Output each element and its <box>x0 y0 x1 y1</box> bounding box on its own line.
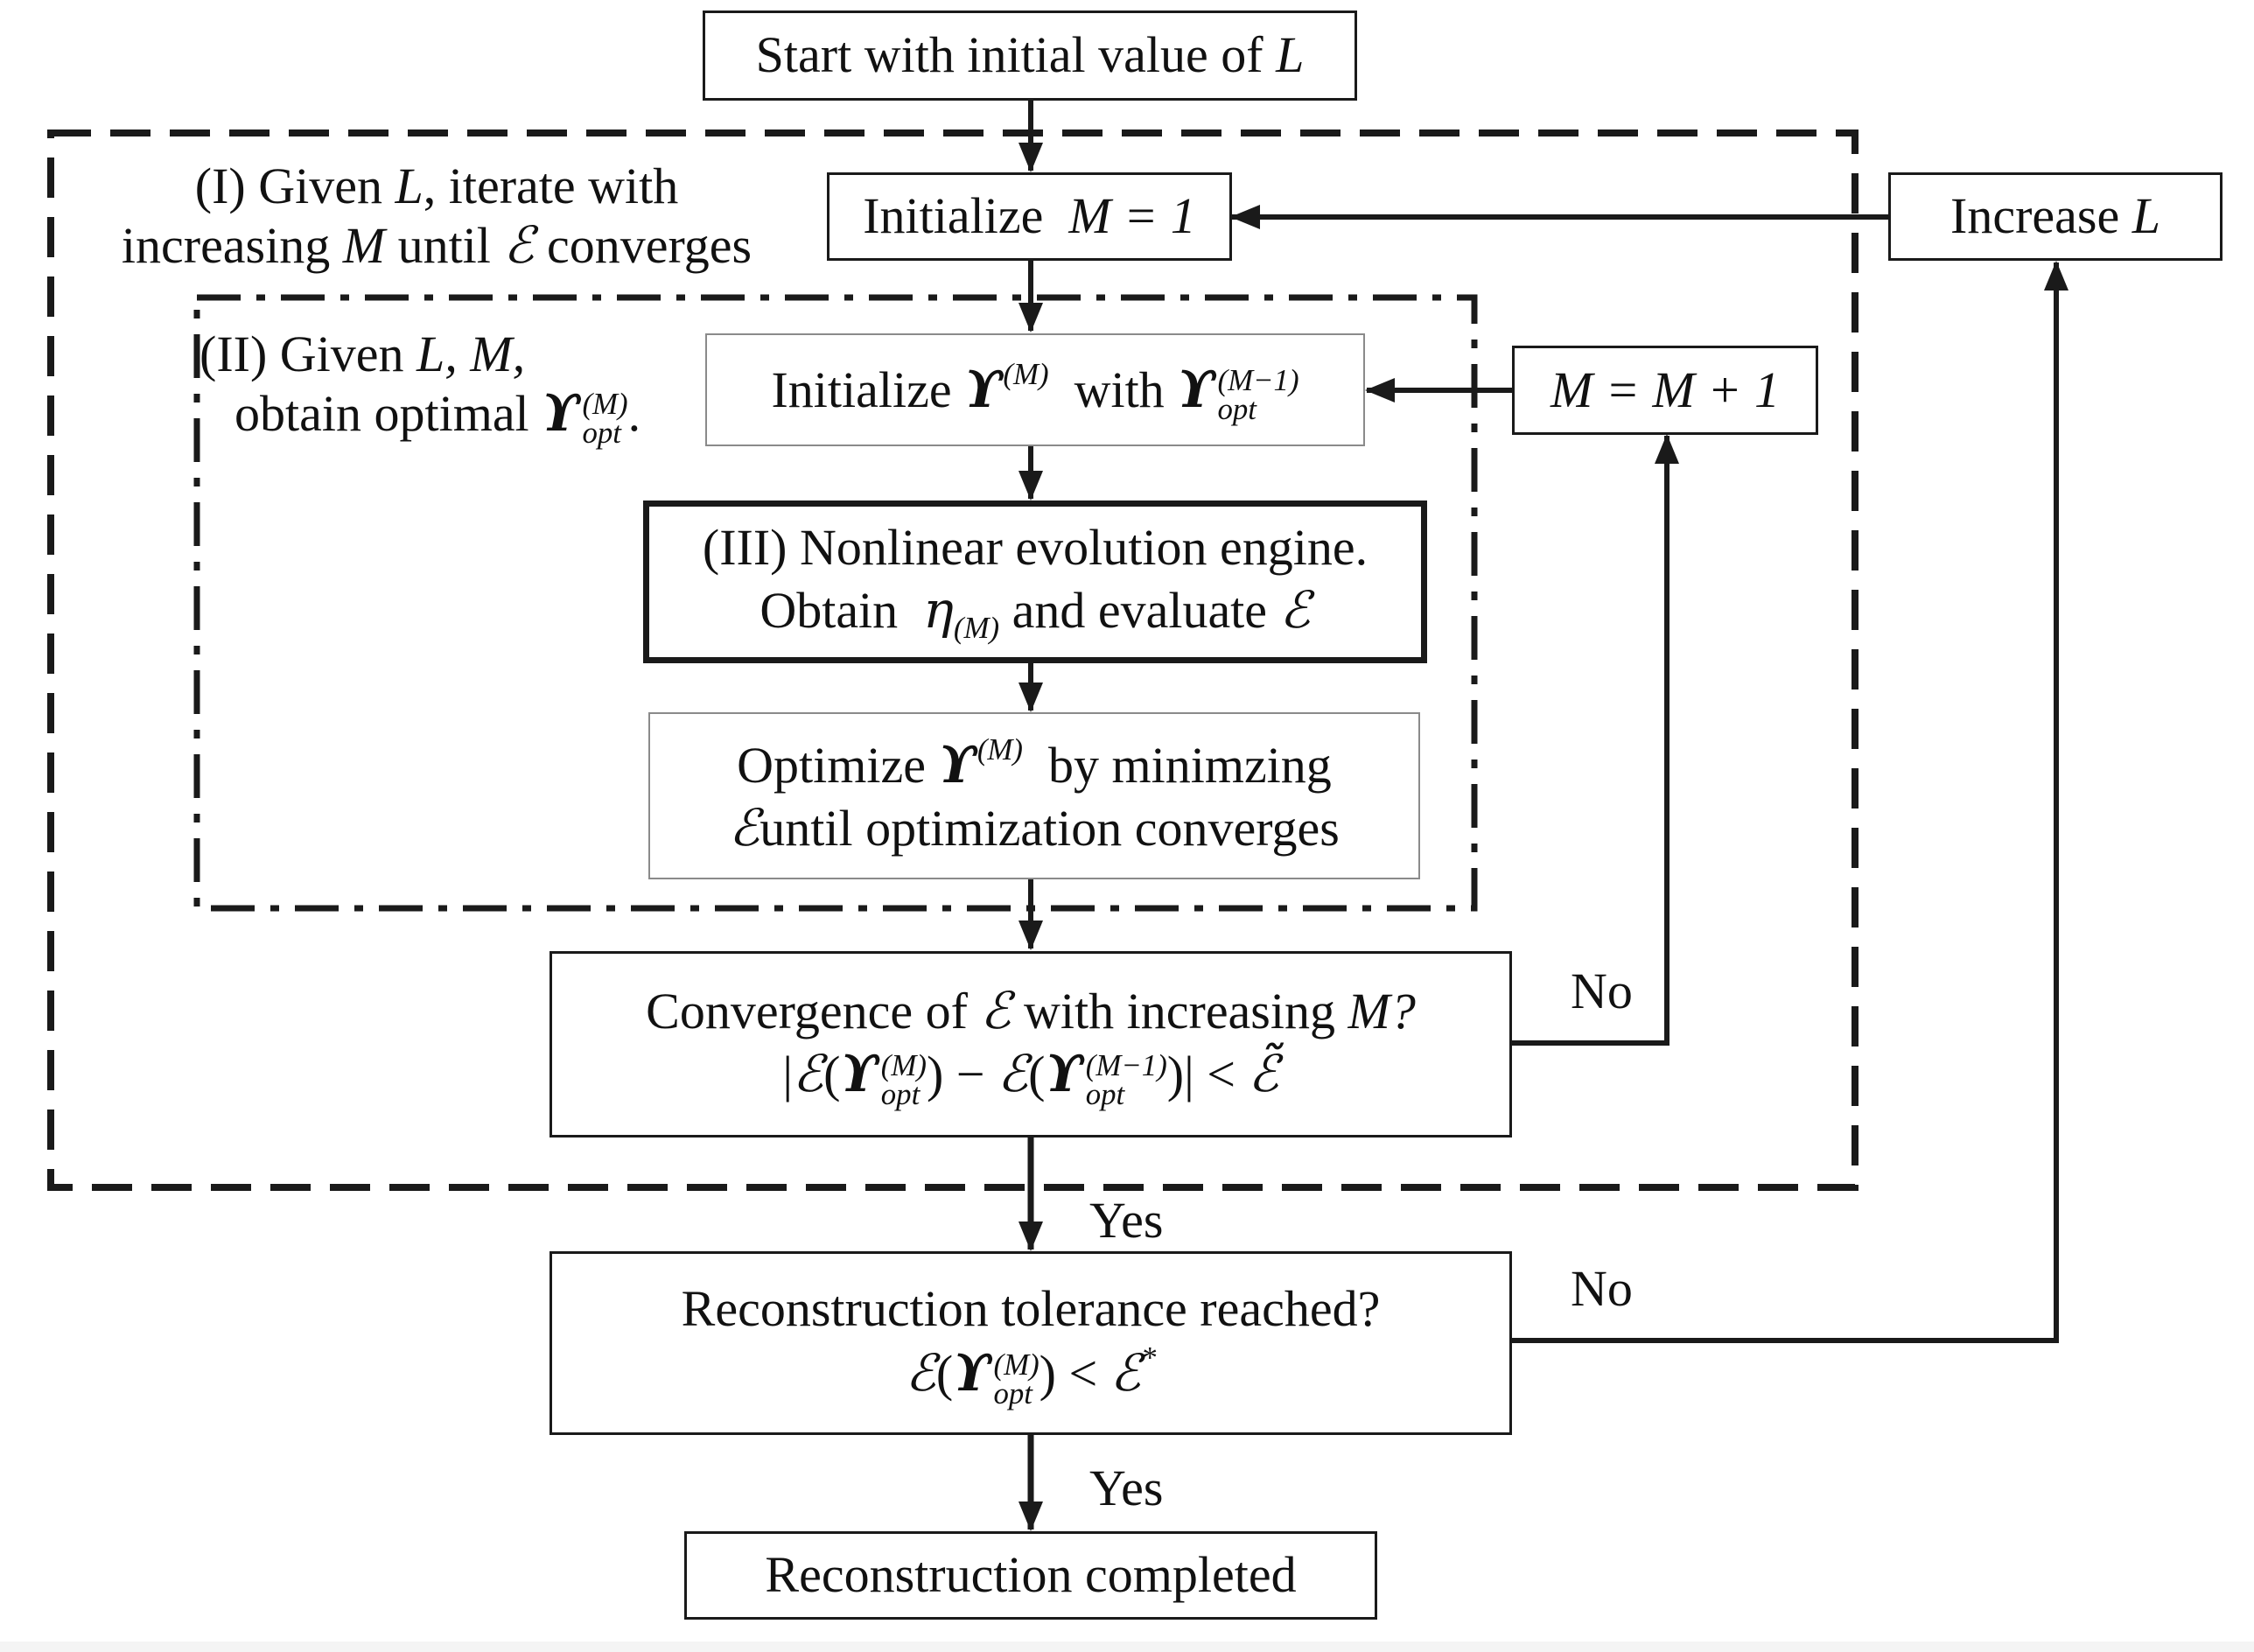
tolerance-box: Reconstruction tolerance reached? ℰ(ϒ(M)… <box>550 1251 1512 1435</box>
tolerance-line-1: Reconstruction tolerance reached? <box>681 1279 1381 1337</box>
engine-line-1: (III) Nonlinear evolution engine. <box>702 518 1368 576</box>
convergence-box: Convergence of ℰ with increasing M? |ℰ(ϒ… <box>550 951 1512 1138</box>
loop-region-ii <box>193 294 1478 912</box>
completed-box: Reconstruction completed <box>684 1531 1377 1620</box>
m-update-text: M = M + 1 <box>1550 360 1780 418</box>
completed-text: Reconstruction completed <box>765 1546 1297 1604</box>
loop-i-line-1: (I) Given L, iterate with <box>194 158 679 214</box>
edge-label-yes-tolerance: Yes <box>1089 1460 1164 1516</box>
init-upsilon-box: Initialize ϒ(M) with ϒ(M−1)opt <box>705 333 1365 446</box>
loop-region-i <box>47 130 1858 1191</box>
loop-ii-line-1: (II) Given L, M, <box>200 326 526 382</box>
init-m-text: Initialize M = 1 <box>863 187 1196 245</box>
optimize-line-1: Optimize ϒ(M) by minimzing <box>737 732 1332 795</box>
engine-box: (III) Nonlinear evolution engine. Obtain… <box>643 500 1427 663</box>
increase-l-text: Increase L <box>1950 187 2160 245</box>
loop-i-label: (I) Given L, iterate with increasing M u… <box>68 158 805 275</box>
tolerance-line-2: ℰ(ϒ(M)opt) < ℰ* <box>905 1340 1157 1411</box>
edge-label-yes-convergence: Yes <box>1089 1192 1164 1249</box>
optimize-box: Optimize ϒ(M) by minimzing ℰuntil optimi… <box>648 712 1420 879</box>
engine-line-2: Obtain η(M) and evaluate ℰ <box>760 579 1311 645</box>
arrow-convergence-no-to-m-update <box>1512 434 1679 1046</box>
init-m-box: Initialize M = 1 <box>827 172 1232 261</box>
arrow-tolerance-no-to-increase-l <box>1512 261 2068 1343</box>
edge-label-no-convergence: No <box>1571 962 1633 1019</box>
optimize-line-2: ℰuntil optimization converges <box>729 798 1340 858</box>
init-upsilon-text: Initialize ϒ(M) with ϒ(M−1)opt <box>771 356 1299 427</box>
start-text: Start with initial value of L <box>755 26 1305 84</box>
convergence-line-1: Convergence of ℰ with increasing M? <box>646 981 1416 1041</box>
m-update-box: M = M + 1 <box>1512 346 1818 435</box>
convergence-line-2: |ℰ(ϒ(M)opt) − ℰ(ϒ(M−1)opt)| < ℰ̃ <box>782 1044 1279 1111</box>
edge-label-no-tolerance: No <box>1571 1260 1633 1317</box>
loop-ii-label: (II) Given L, M, obtain optimal ϒ(M)opt. <box>200 326 641 451</box>
loop-ii-line-2: obtain optimal ϒ(M)opt. <box>234 382 641 451</box>
loop-i-line-2: increasing M until ℰ converges <box>121 214 752 275</box>
start-box: Start with initial value of L <box>703 10 1357 101</box>
bottom-margin-strip <box>0 1642 2254 1652</box>
increase-l-box: Increase L <box>1888 172 2222 261</box>
